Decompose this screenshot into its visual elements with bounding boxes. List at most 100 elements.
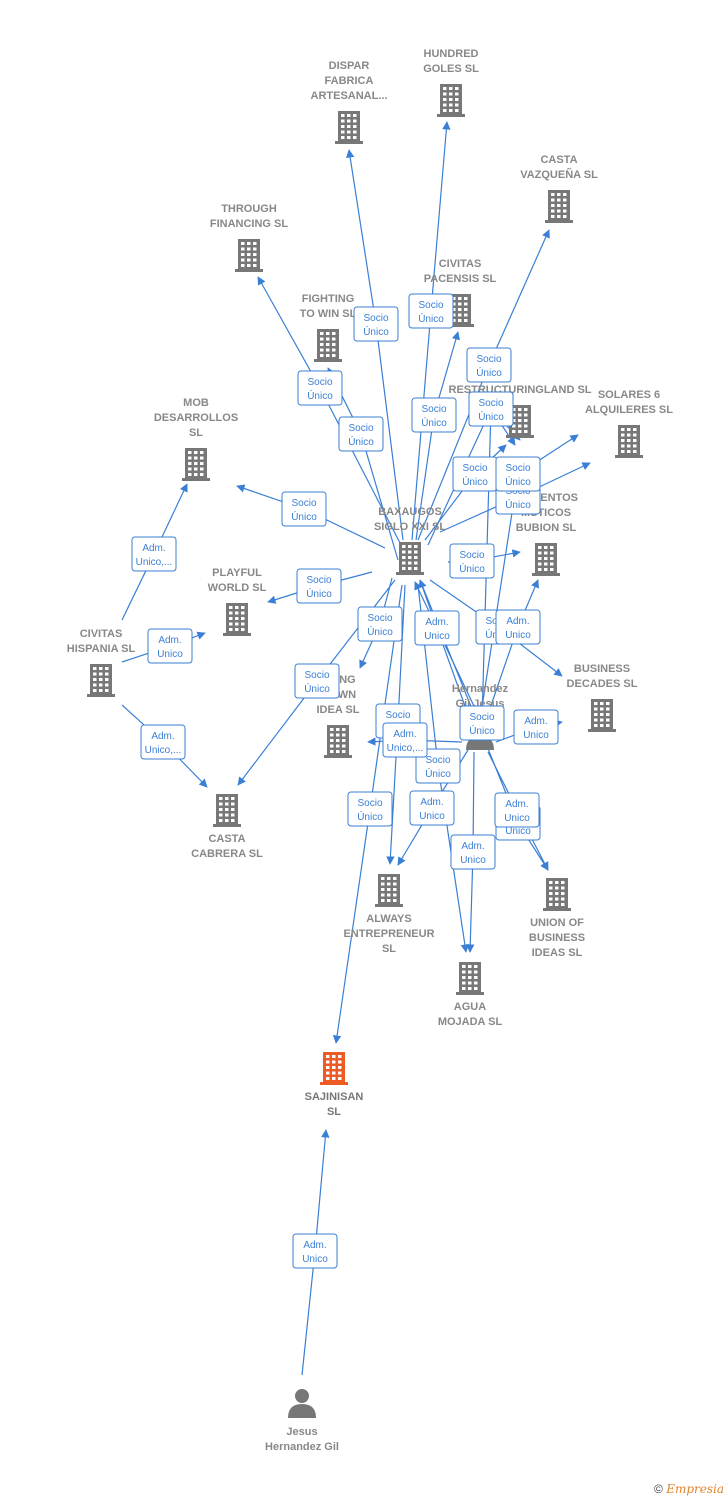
node-hundred[interactable]: HUNDRED GOLES SL	[423, 48, 479, 117]
relation-label[interactable]: Adm.Unico	[495, 609, 541, 645]
node-label: PACENSIS SL	[424, 273, 497, 285]
relation-label-text: Unico	[504, 813, 530, 824]
node-label: CABRERA SL	[191, 848, 263, 860]
building-icon	[335, 111, 363, 144]
relation-label[interactable]: Adm.Unico,...	[140, 724, 186, 760]
person-icon	[288, 1389, 316, 1418]
building-icon	[532, 543, 560, 576]
relation-label[interactable]: Adm.Unico	[409, 790, 455, 826]
relation-label-text: Unico	[460, 855, 486, 866]
node-label: HUNDRED	[424, 48, 479, 60]
brand-logo[interactable]: Empresia	[666, 1482, 724, 1496]
node-label: BUBION SL	[516, 522, 577, 534]
relation-label-text: Adm.	[151, 731, 174, 742]
node-label: GOLES SL	[423, 63, 479, 75]
relation-label[interactable]: Adm.Unico,...	[382, 722, 428, 758]
relation-label[interactable]: Adm. Unico	[147, 628, 193, 664]
building-icon	[314, 329, 342, 362]
node-label: UNION OF	[530, 917, 584, 929]
node-label: DESARROLLOS	[154, 412, 238, 424]
relation-label[interactable]: Adm.Unico	[414, 610, 460, 646]
relation-label-text: Socio	[425, 755, 450, 766]
building-icon	[545, 190, 573, 223]
node-label: DECADES SL	[567, 678, 638, 690]
relation-label[interactable]: Adm.Unico	[450, 834, 496, 870]
node-label: FINANCING SL	[210, 218, 289, 230]
building-icon	[87, 664, 115, 697]
relation-label-text: Único	[363, 325, 389, 338]
building-icon	[375, 874, 403, 907]
relation-label-text: Único	[307, 389, 333, 402]
relation-label-text: Socio	[291, 498, 316, 509]
relation-label[interactable]: Adm.Unico	[292, 1233, 338, 1269]
node-label: BUSINESS	[574, 663, 630, 675]
relation-label[interactable]: Adm. Unico	[494, 792, 540, 828]
relation-label-text: Único	[306, 587, 332, 600]
relation-label[interactable]: Adm.Unico	[513, 709, 559, 745]
node-label: SAJINISAN	[305, 1091, 364, 1103]
node-label: WORLD SL	[208, 582, 267, 594]
edge-baxaugos-hundred	[411, 121, 451, 541]
relation-label-text: Único	[505, 498, 531, 511]
building-icon	[182, 448, 210, 481]
relation-label[interactable]: Adm.Unico,...	[131, 536, 177, 572]
relation-label-text: Adm.	[505, 799, 528, 810]
node-label: Jesus	[286, 1426, 317, 1438]
relation-label-text: Adm.	[158, 635, 181, 646]
node-label: BUSINESS	[529, 932, 585, 944]
node-label: AGUA	[454, 1001, 486, 1013]
node-label: Hernandez Gil	[265, 1441, 339, 1453]
node-label: CASTA	[540, 154, 577, 166]
node-label: ALWAYS	[366, 913, 411, 925]
relation-label-text: Adm.	[142, 543, 165, 554]
footer: © Empresia	[654, 1482, 724, 1496]
node-through[interactable]: THROUGH FINANCING SL	[210, 203, 289, 272]
relation-label-text: Adm.	[303, 1240, 326, 1251]
relation-label-text: Único	[357, 810, 383, 823]
building-icon	[396, 542, 424, 575]
node-business[interactable]: BUSINESS DECADES SL	[567, 663, 638, 732]
node-label: SL	[382, 943, 396, 955]
building-icon	[543, 878, 571, 911]
node-label: THROUGH	[221, 203, 277, 215]
node-dispar[interactable]: DISPARFABRICAARTESANAL...	[311, 60, 388, 144]
relation-label-text: Socio	[367, 613, 392, 624]
relation-label-text: Unico	[157, 649, 183, 660]
node-label: Hernandez	[452, 683, 509, 695]
relation-label-text: Socio	[459, 550, 484, 561]
relation-label-text: Socio	[363, 313, 388, 324]
relation-label-text: Único	[348, 435, 374, 448]
